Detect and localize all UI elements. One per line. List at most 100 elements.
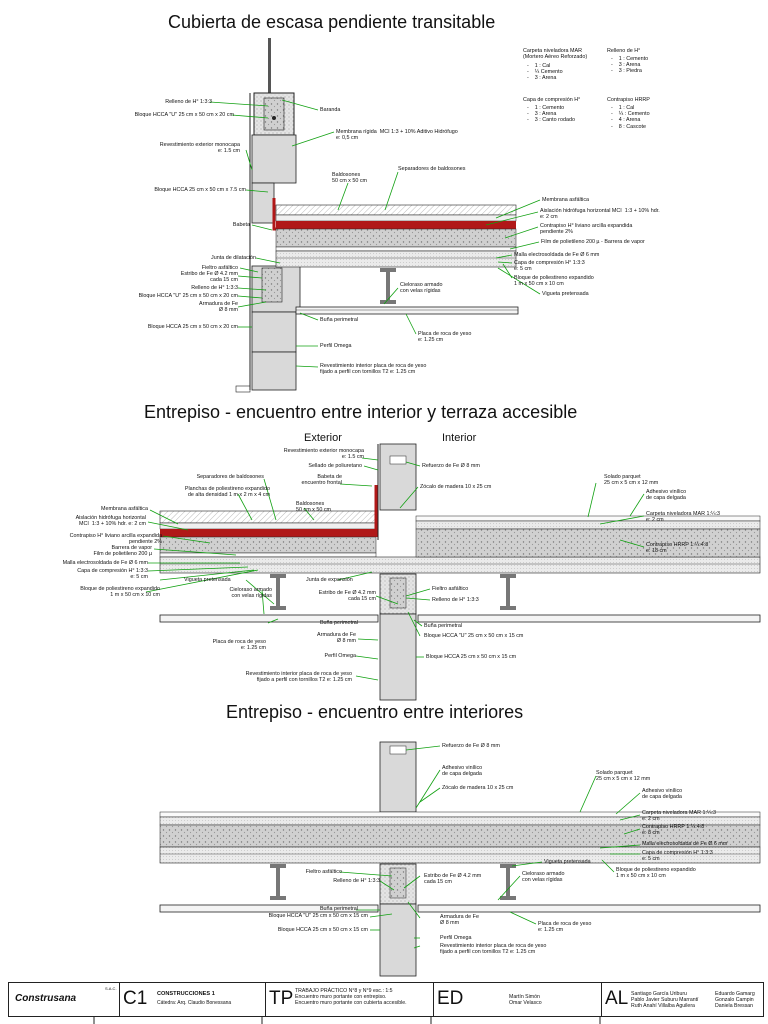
s3-bloque-pol: Bloque de poliestireno expandido 1 m x 5… (616, 867, 696, 880)
s1-baranda: Baranda (320, 107, 341, 113)
section-3-interior-detail (159, 741, 761, 977)
s2-estribo: Estribo de Fe Ø 4.2 mm cada 15 cm (318, 590, 376, 603)
tb-al-cell: AL Santiago García Uriburu Pablo Javier … (601, 983, 762, 1016)
s2-relleno: Relleno de H° 1:3:3 (432, 597, 479, 603)
s3-perfil: Perfil Omega (440, 935, 472, 941)
s2-malla: Malla electrosoldada de Fe Ø 6 mm (62, 560, 148, 566)
s1-junta: Junta de dilatación (211, 255, 256, 261)
s1-bloque-20: Bloque HCCA 25 cm x 50 cm x 20 cm (147, 324, 238, 330)
legend-contrapiso-title: Contrapiso HRRP (607, 97, 650, 103)
chair-name: Cátedra: Arq. Claudio Bonessana (157, 1000, 232, 1006)
s1-bloque-75: Bloque HCCA 25 cm x 50 cm x 7.5 cm (154, 187, 246, 193)
s2-capa: Capa de compresión H° 1:3:3 e: 5 cm (77, 568, 148, 581)
s2-cieloraso: Cieloraso armado con velas rígidas (229, 587, 272, 600)
s1-vigueta: Vigueta pretensada (542, 291, 589, 297)
construsana-logo: Construsana (15, 993, 77, 1004)
s2-baldosones: Baldosones 50 cm x 50 cm (296, 501, 332, 514)
s3-armadura: Armadura de Fe Ø 8 mm (440, 914, 479, 927)
s3-solado: Solado parquet 25 cm x 5 cm x 12 mm (596, 770, 651, 783)
s1-estribo: Estribo de Fe Ø 4.2 mm cada 15 cm (180, 271, 238, 284)
s2-vigueta: Vigueta pretensada (184, 577, 231, 583)
al-names-2: Eduardo Gamarg Gonzalo Campin Daniela Br… (715, 991, 755, 1009)
s2-armadura: Armadura de Fe Ø 8 mm (317, 632, 356, 645)
tp-code: TP (269, 988, 294, 1009)
label-interior: Interior (442, 432, 477, 444)
legend-capa-title: Capa de compresión H° (523, 97, 581, 103)
s2-refuerzo: Refuerzo de Fe Ø 8 mm (422, 463, 480, 469)
s2-sellado: Sellado de poliuretano (308, 463, 362, 469)
tp-text: TRABAJO PRÁCTICO N°8 y N°9 esc.: 1:5 Enc… (295, 988, 407, 1006)
s2-perfil: Perfil Omega (324, 653, 356, 659)
s1-relleno-2: Relleno de H° 1:3:3 (191, 285, 238, 291)
legend-relleno-title: Relleno de H° (607, 48, 641, 54)
s1-capa: Capa de compresión H° 1:3:3 e: 5 cm (514, 260, 585, 273)
s1-revestimiento: Revestimiento exterior monocapa e: 1.5 c… (159, 142, 240, 155)
legend-capa-items: - 1 : Cemento - 3 : Arena - 3 : Canto ro… (527, 105, 575, 124)
s3-carpeta: Carpeta niveladora MAR 1:¼:3 e: 2 cm (642, 810, 717, 823)
s2-zocalo: Zócalo de madera 10 x 25 cm (420, 484, 492, 490)
s3-placa: Placa de roca de yeso e: 1.25 cm (538, 921, 592, 934)
s1-bloque-u-2: Bloque HCCA "U" 25 cm x 50 cm x 20 cm (138, 293, 238, 299)
s3-cieloraso: Cieloraso armado con velas rígidas (522, 871, 565, 884)
s1-membrana-rigida: Membrana rígida MCI 1:3 + 10% Aditivo Hi… (336, 129, 458, 142)
legend-relleno-items: - 1 : Cemento - 3 : Arena - 3 : Piedra (611, 56, 649, 75)
s2-rev-int: Revestimiento interior placa de roca de … (245, 671, 352, 684)
legend-carpeta-title: Carpeta niveladora MAR (Mortero Aéreo Re… (523, 48, 588, 61)
s1-buna: Buña perimetral (320, 317, 359, 323)
s3-adhesivo-l: Adhesivo vinílico de capa delgada (442, 765, 483, 778)
s1-perfil: Perfil Omega (320, 343, 352, 349)
s1-aislacion: Aislación hidrófuga horizontal MCI 1:3 +… (540, 208, 660, 221)
s2-bloque-u: Bloque HCCA "U" 25 cm x 50 cm x 15 cm (424, 633, 524, 639)
s3-bloque: Bloque HCCA 25 cm x 50 cm x 15 cm (277, 927, 368, 933)
s1-membrana-asf: Membrana asfáltica (542, 197, 590, 203)
s2-buna-r: Buña perimetral (424, 623, 463, 629)
s3-vigueta: Vigueta pretensada (544, 859, 591, 865)
tb-ed-cell: ED Martín Simón Omar Velasco (433, 983, 602, 1016)
al-code: AL (605, 988, 629, 1009)
ed-names: Martín Simón Omar Velasco (509, 994, 542, 1006)
s2-contrapiso-hrrp: Contrapiso HRRP 1:¼:4:8 e: 18 cm (646, 542, 709, 555)
sheet-frame (93, 1017, 601, 1024)
s3-relleno: Relleno de H° 1:3:3 (333, 878, 380, 884)
legend-carpeta-items: - 1 : Cal - ¼ Cemento - 3 : Arena (527, 63, 563, 82)
s3-fieltro: Fieltro asfáltico (305, 869, 342, 875)
s2-aislacion: Aislación hidrófuga horizontal MCI 1:3 +… (75, 515, 146, 528)
s2-solado: Solado parquet 25 cm x 5 cm x 12 mm (604, 474, 659, 487)
s3-capa: Capa de compresión H° 1:3:3 e: 5 cm (642, 850, 713, 863)
s3-buna: Buña perimetral (319, 906, 358, 912)
title-section-2: Entrepiso - encuentro entre interior y t… (144, 402, 578, 422)
s2-adhesivo: Adhesivo vinílico de capa delgada (646, 489, 687, 502)
section-2-terrace-detail (159, 443, 761, 701)
s1-placa: Placa de roca de yeso e: 1.25 cm (418, 331, 472, 344)
s1-bloque-pol: Bloque de poliestireno expandido 1 m x 5… (514, 275, 594, 288)
s1-armadura: Armadura de Fe Ø 8 mm (199, 301, 238, 314)
section-3-leaders (339, 745, 641, 949)
s2-bloque: Bloque HCCA 25 cm x 50 cm x 15 cm (426, 654, 517, 660)
s1-cieloraso: Cieloraso armado con velas rígidas (400, 282, 443, 295)
section-1-leaders (209, 99, 541, 368)
s1-baldosones: Baldosones 50 cm x 50 cm (332, 172, 368, 185)
ed-code: ED (437, 988, 464, 1009)
s2-contrapiso: Contrapiso H° liviano arcilla expandida … (69, 533, 162, 546)
s1-babeta: Babeta (232, 222, 250, 228)
s3-bloque-u: Bloque HCCA "U" 25 cm x 50 cm x 15 cm (268, 913, 368, 919)
s2-membrana: Membrana asfáltica (100, 506, 148, 512)
s3-estribo: Estribo de Fe Ø 4.2 mm cada 15 cm (424, 873, 482, 886)
s1-bloque-u: Bloque HCCA "U" 25 cm x 50 cm x 20 cm (134, 112, 234, 118)
title-section-1: Cubierta de escasa pendiente transitable (168, 12, 496, 32)
s1-film: Film de polietileno 200 µ - Barrera de v… (541, 239, 645, 245)
s2-carpeta: Carpeta niveladora MAR 1:¼:3 e: 2 cm (646, 511, 721, 524)
s1-contrapiso: Contrapiso H° liviano arcilla expandida … (540, 223, 633, 236)
section-1-roof-detail (235, 38, 519, 393)
al-names-1: Santiago García Uriburu Pablo Javier Sub… (631, 991, 699, 1009)
course-name: CONSTRUCCIONES 1 (157, 991, 215, 997)
s2-barrera: Barrera de vapor Film de polietileno 200… (93, 545, 152, 558)
s2-separadores: Separadores de baldosones (196, 474, 264, 480)
s2-junta: Junta de expansión (306, 577, 353, 583)
s2-placa: Placa de roca de yeso e: 1.25 cm (212, 639, 266, 652)
s3-rev-int: Revestimiento interior placa de roca de … (440, 943, 547, 956)
tb-course-cell: C1 CONSTRUCCIONES 1 Cátedra: Arq. Claudi… (119, 983, 266, 1016)
label-exterior: Exterior (304, 432, 342, 444)
